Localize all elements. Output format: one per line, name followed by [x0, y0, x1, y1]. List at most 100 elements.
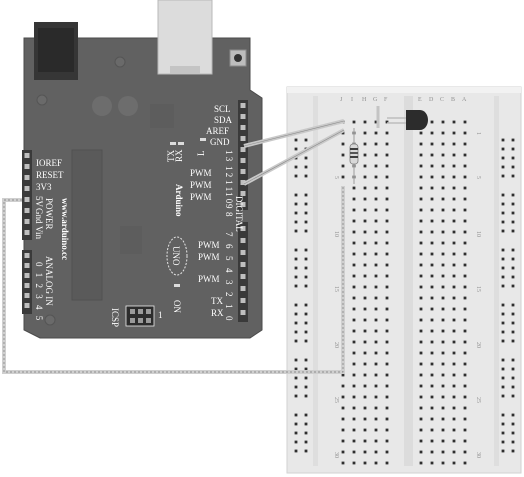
breadboard-hole: [430, 230, 434, 234]
header-pin: [240, 262, 246, 267]
breadboard-hole: [374, 263, 378, 267]
breadboard-hole: [363, 285, 367, 289]
breadboard-hole: [430, 417, 434, 421]
breadboard-hole: [385, 406, 389, 410]
breadboard-hole: [374, 241, 378, 245]
breadboard-hole: [430, 208, 434, 212]
breadboard-hole: [352, 373, 356, 377]
breadboard-hole: [463, 263, 467, 267]
breadboard-hole: [441, 219, 445, 223]
breadboard-hole: [430, 197, 434, 201]
breadboard-hole: [385, 120, 389, 124]
column-letter: I: [351, 97, 353, 103]
rail-hole: [304, 156, 308, 160]
right-header-strip-top: [238, 100, 248, 210]
rail-hole: [294, 376, 298, 380]
pin-number: 7: [224, 232, 234, 237]
rail-hole: [294, 358, 298, 362]
breadboard-hole: [352, 351, 356, 355]
rail-hole: [501, 339, 505, 343]
wires: [2, 119, 345, 374]
header-pin: [24, 263, 30, 268]
breadboard-hole: [452, 340, 456, 344]
rail-hole: [304, 275, 308, 279]
breadboard-hole: [352, 208, 356, 212]
rail-hole: [511, 266, 515, 270]
breadboard-hole: [430, 274, 434, 278]
rail-hole: [294, 321, 298, 325]
breadboard-hole: [385, 164, 389, 168]
breadboard-hole: [463, 197, 467, 201]
header-pin: [24, 175, 30, 180]
rail-hole: [501, 211, 505, 215]
header-pin: [240, 147, 246, 152]
breadboard-hole: [419, 307, 423, 311]
rail-hole: [511, 202, 515, 206]
pwm-label: PWM: [198, 274, 220, 284]
breadboard-hole: [441, 120, 445, 124]
rail-hole: [501, 257, 505, 261]
rail-hole: [304, 339, 308, 343]
rail-hole: [511, 156, 515, 160]
breadboard-hole: [430, 186, 434, 190]
breadboard-hole: [463, 186, 467, 190]
breadboard-hole: [463, 164, 467, 168]
row-number: 25: [475, 397, 481, 403]
breadboard-hole: [419, 318, 423, 322]
breadboard-hole: [419, 296, 423, 300]
breadboard-hole: [463, 461, 467, 465]
tx-pin-label: TX: [211, 296, 223, 306]
rail-hole: [294, 367, 298, 371]
header-pin: [24, 283, 30, 288]
breadboard-hole: [441, 362, 445, 366]
breadboard-hole: [430, 241, 434, 245]
analog-pin-numbers: 0 1 2 3 4 5: [34, 262, 44, 322]
reset-button-cap: [234, 54, 242, 62]
breadboard-hole: [430, 263, 434, 267]
header-pin: [240, 298, 246, 303]
pin-number: 5: [224, 256, 234, 261]
rail-hole: [501, 431, 505, 435]
breadboard-hole: [374, 219, 378, 223]
breadboard-hole: [441, 395, 445, 399]
breadboard-hole: [452, 175, 456, 179]
rail-hole: [294, 138, 298, 142]
power-rail-channel-left: [313, 96, 318, 466]
breadboard-hole: [374, 362, 378, 366]
breadboard-hole: [363, 252, 367, 256]
rail-hole: [501, 385, 505, 389]
breadboard-hole: [419, 450, 423, 454]
rail-hole: [501, 284, 505, 288]
breadboard-hole: [374, 153, 378, 157]
resistor-band: [350, 148, 358, 150]
breadboard-hole: [452, 120, 456, 124]
pin-label-vin: Vin: [34, 226, 44, 239]
breadboard-hole: [352, 439, 356, 443]
on-label: ON: [172, 300, 182, 313]
breadboard-hole: [419, 395, 423, 399]
header-pin: [24, 303, 30, 308]
breadboard-hole: [441, 186, 445, 190]
pin-number: 6: [224, 244, 234, 249]
rail-hole: [294, 422, 298, 426]
rail-hole: [294, 193, 298, 197]
rail-hole: [501, 358, 505, 362]
breadboard-hole: [463, 142, 467, 146]
row-number: 5: [475, 176, 481, 179]
rail-hole: [501, 376, 505, 380]
breadboard-hole: [385, 197, 389, 201]
breadboard-hole: [352, 219, 356, 223]
breadboard-hole: [374, 142, 378, 146]
breadboard-hole: [452, 318, 456, 322]
rail-hole: [304, 266, 308, 270]
breadboard-hole: [452, 230, 456, 234]
pin-label-gnd: Gnd: [34, 208, 44, 224]
breadboard-hole: [385, 417, 389, 421]
header-pin: [24, 164, 30, 169]
rail-hole: [501, 367, 505, 371]
breadboard-hole: [363, 131, 367, 135]
breadboard-hole: [452, 406, 456, 410]
column-letter: H: [362, 97, 367, 103]
column-letters: J I H G F E D C B A: [340, 97, 467, 103]
breadboard-hole: [363, 164, 367, 168]
